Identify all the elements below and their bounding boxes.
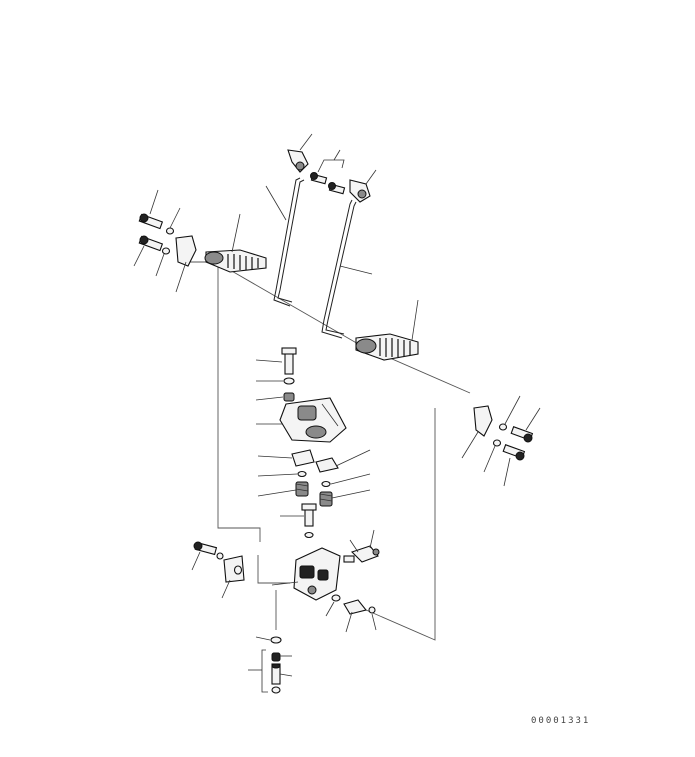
- valve-mount-washer: [216, 552, 224, 560]
- left-rod-end: [287, 133, 313, 173]
- right-washer-lower: [483, 439, 502, 473]
- left-bracket-bolt-lower: [133, 235, 164, 267]
- valve-top-washer: [256, 377, 295, 385]
- right-bracket-bolt-upper: [510, 407, 541, 443]
- valve-washer-left: [257, 470, 307, 478]
- drawing-reference-code: 00001331: [531, 716, 590, 726]
- bottom-plug: [271, 663, 293, 685]
- right-pedal: [355, 299, 419, 361]
- brake-valve-body: [271, 547, 341, 601]
- left-pedal-bracket: [175, 235, 197, 293]
- valve-top-spring: [255, 392, 295, 402]
- bottom-plug-bracket-leader: [248, 649, 268, 693]
- bottom-washer: [271, 686, 281, 694]
- valve-mount-plate: [221, 555, 245, 599]
- valve-outlet-washer: [368, 606, 377, 631]
- valve-elbow-fitting: [349, 529, 380, 563]
- valve-spring-right: [319, 489, 371, 507]
- left-washer-upper: [165, 207, 181, 235]
- bottom-plug-spring: [271, 652, 292, 662]
- left-bracket-bolt-upper: [138, 189, 164, 230]
- right-rod-end: [349, 169, 377, 203]
- bottom-oring: [255, 636, 282, 644]
- valve-adapter: [343, 555, 355, 563]
- right-pedal-bracket: [461, 405, 493, 459]
- valve-mount-bolt: [191, 541, 218, 571]
- valve-plunger: [280, 503, 317, 527]
- left-pedal: [204, 213, 267, 273]
- valve-spring-left: [257, 481, 309, 497]
- top-center-bolt-a: [310, 172, 328, 185]
- top-center-bolt-b: [328, 182, 346, 195]
- left-pedal-rod: [265, 177, 305, 307]
- valve-plunger-seal: [304, 531, 314, 539]
- left-washer-lower: [155, 247, 171, 277]
- right-pedal-rod: [321, 199, 373, 339]
- valve-top-bolt: [255, 347, 297, 375]
- top-center-bolt-leader: [317, 149, 345, 173]
- right-washer-upper: [498, 395, 521, 431]
- valve-washer-right: [321, 473, 371, 488]
- valve-outlet-oring: [325, 594, 341, 617]
- valve-cover-body: [256, 397, 347, 443]
- valve-cam-left: [257, 449, 315, 467]
- right-bracket-bolt-lower: [502, 444, 526, 487]
- valve-outlet-elbow: [343, 599, 367, 633]
- valve-cam-right: [315, 449, 371, 473]
